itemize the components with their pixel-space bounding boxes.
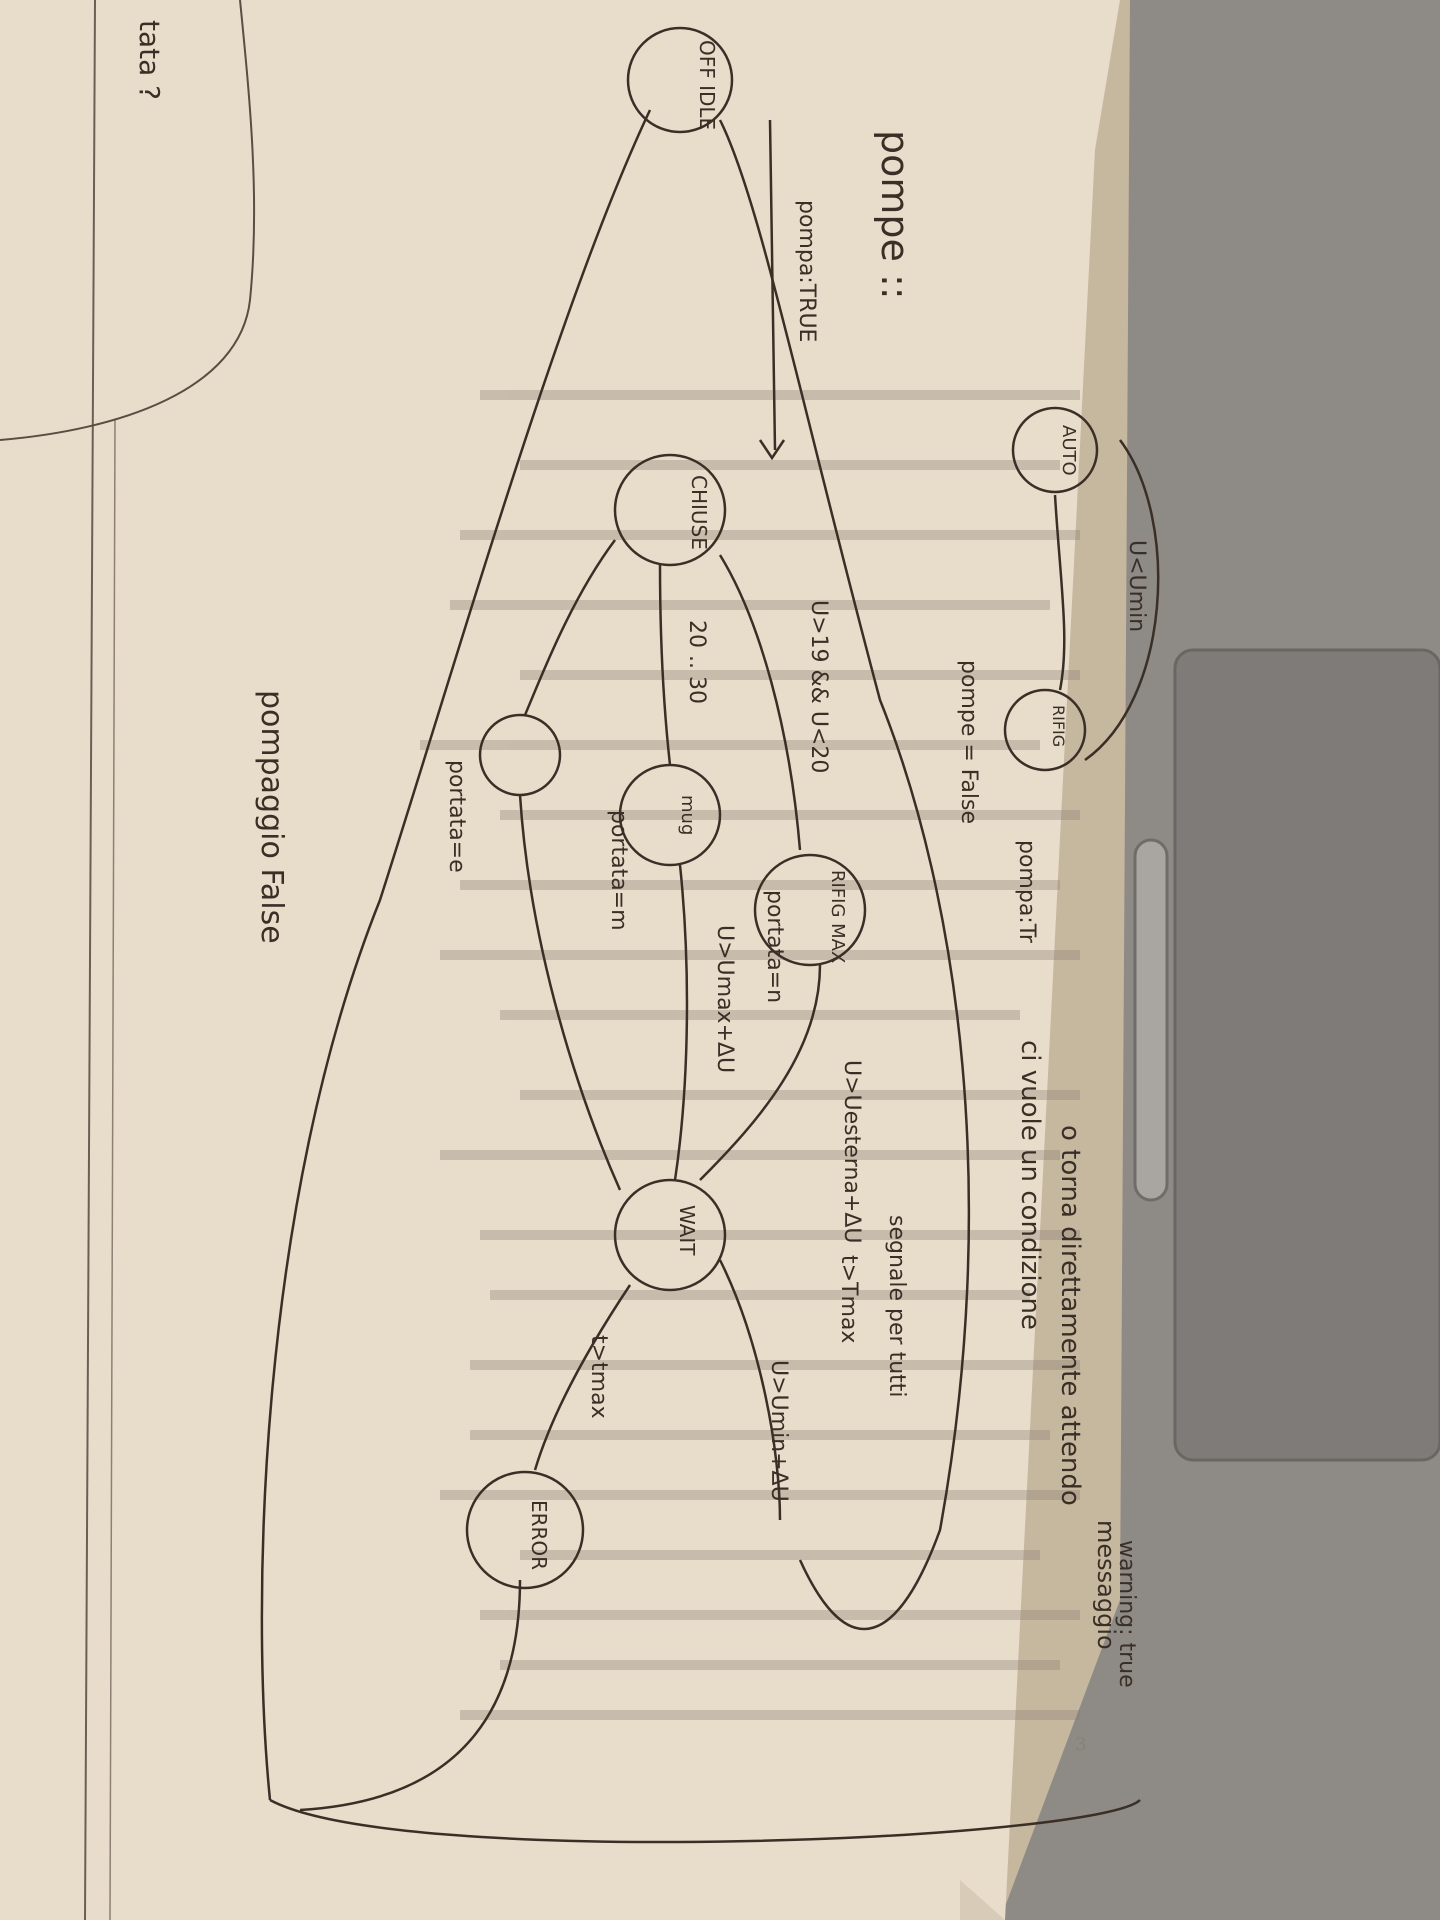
edge-wait-error — [533, 1284, 632, 1471]
edge-chiuse-mug — [658, 564, 672, 766]
edge-label-umin-wait: U>Umin+ΔU — [766, 1360, 791, 1502]
edge-label-tmax-error: t>tmax — [586, 1335, 611, 1419]
edge-mug-wait — [673, 864, 689, 1181]
edge-label-20-30: 20 .. 30 — [684, 620, 709, 704]
edge-label-umax: U>Umax+ΔU — [712, 925, 737, 1073]
edge-label-tmax: t>Tmax — [836, 1255, 861, 1343]
error-loop-right — [299, 1579, 522, 1812]
paper-shadow-corner — [960, 1880, 1005, 1920]
edge-label-portata-e: portata=e — [444, 760, 469, 873]
edge-wait-auto — [718, 1259, 782, 1521]
edge-label-delta: U>Uesterna+ΔU — [839, 1060, 864, 1243]
note-condizione: ci vuole un condizione — [1015, 1040, 1045, 1330]
margin-line — [84, 0, 96, 1920]
edge-auto-rifig — [1053, 494, 1066, 691]
edge-label-umin-auto: U<Umin — [1124, 540, 1149, 632]
state-wait — [613, 1178, 727, 1292]
note-warning: warning: true — [1114, 1540, 1139, 1688]
page-number: 3 — [1075, 1734, 1086, 1755]
note-messaggio: messaggio — [1092, 1520, 1120, 1650]
state-rifig-max — [753, 853, 867, 967]
state-rifig-small — [1003, 688, 1087, 772]
edge-label-pompa-true: pompa:TRUE — [794, 200, 819, 342]
note-torna: o torna direttamente attendo — [1055, 1125, 1085, 1506]
edge-rifig-auto — [1084, 439, 1160, 762]
title-pompe: pompe :: — [873, 130, 917, 300]
laptop-trackpad — [1173, 648, 1440, 1462]
edge-label-portata-n: portata=n — [762, 890, 787, 1003]
edge-label-portata-m: portata=m — [606, 810, 631, 931]
state-rifig-small-label: RIFIG — [1049, 705, 1068, 747]
state-error — [465, 1470, 585, 1590]
state-auto — [1011, 406, 1099, 494]
edge-chiuse-small — [523, 539, 617, 716]
margin-line-2 — [109, 419, 116, 1920]
state-off-idle — [626, 26, 734, 134]
state-rifig-max-label: RIFIG MAX — [827, 870, 848, 963]
error-loop-bottom — [269, 1798, 1141, 1844]
left-curve — [0, 0, 256, 441]
state-diagram — [260, 26, 1160, 1844]
edge-chiuse-rifig — [718, 554, 802, 851]
error-return-loop — [260, 109, 652, 1801]
edge-label-19-20: U>19 && U<20 — [806, 600, 831, 773]
state-auto-label: AUTO — [1058, 425, 1079, 476]
edge-label-pompe-false: pompe = False — [956, 660, 981, 824]
edge-label-segnale: segnale per tutti — [884, 1215, 909, 1398]
laptop-slot — [1133, 838, 1169, 1202]
state-chiuse-label: CHIUSE — [687, 475, 711, 550]
state-mug-label: mug — [677, 795, 698, 835]
edge-rifig-wait — [699, 964, 822, 1181]
state-error-label: ERROR — [527, 1500, 551, 1570]
edge-idle-chiuse — [768, 119, 777, 451]
state-chiuse — [613, 453, 727, 567]
edge-small-wait — [518, 794, 622, 1191]
paper-main — [0, 0, 1120, 1920]
state-off-idle-label: OFF IDLE — [695, 40, 719, 130]
note-pompaggio: pompaggio False — [254, 690, 289, 944]
state-wait-label: WAIT — [675, 1205, 699, 1256]
left-fragment: tata ? — [133, 20, 166, 100]
outer-loop — [718, 119, 971, 1631]
edge-label-pompa-auto: pompa:Tr — [1014, 840, 1039, 944]
arrowhead-1 — [758, 439, 786, 461]
